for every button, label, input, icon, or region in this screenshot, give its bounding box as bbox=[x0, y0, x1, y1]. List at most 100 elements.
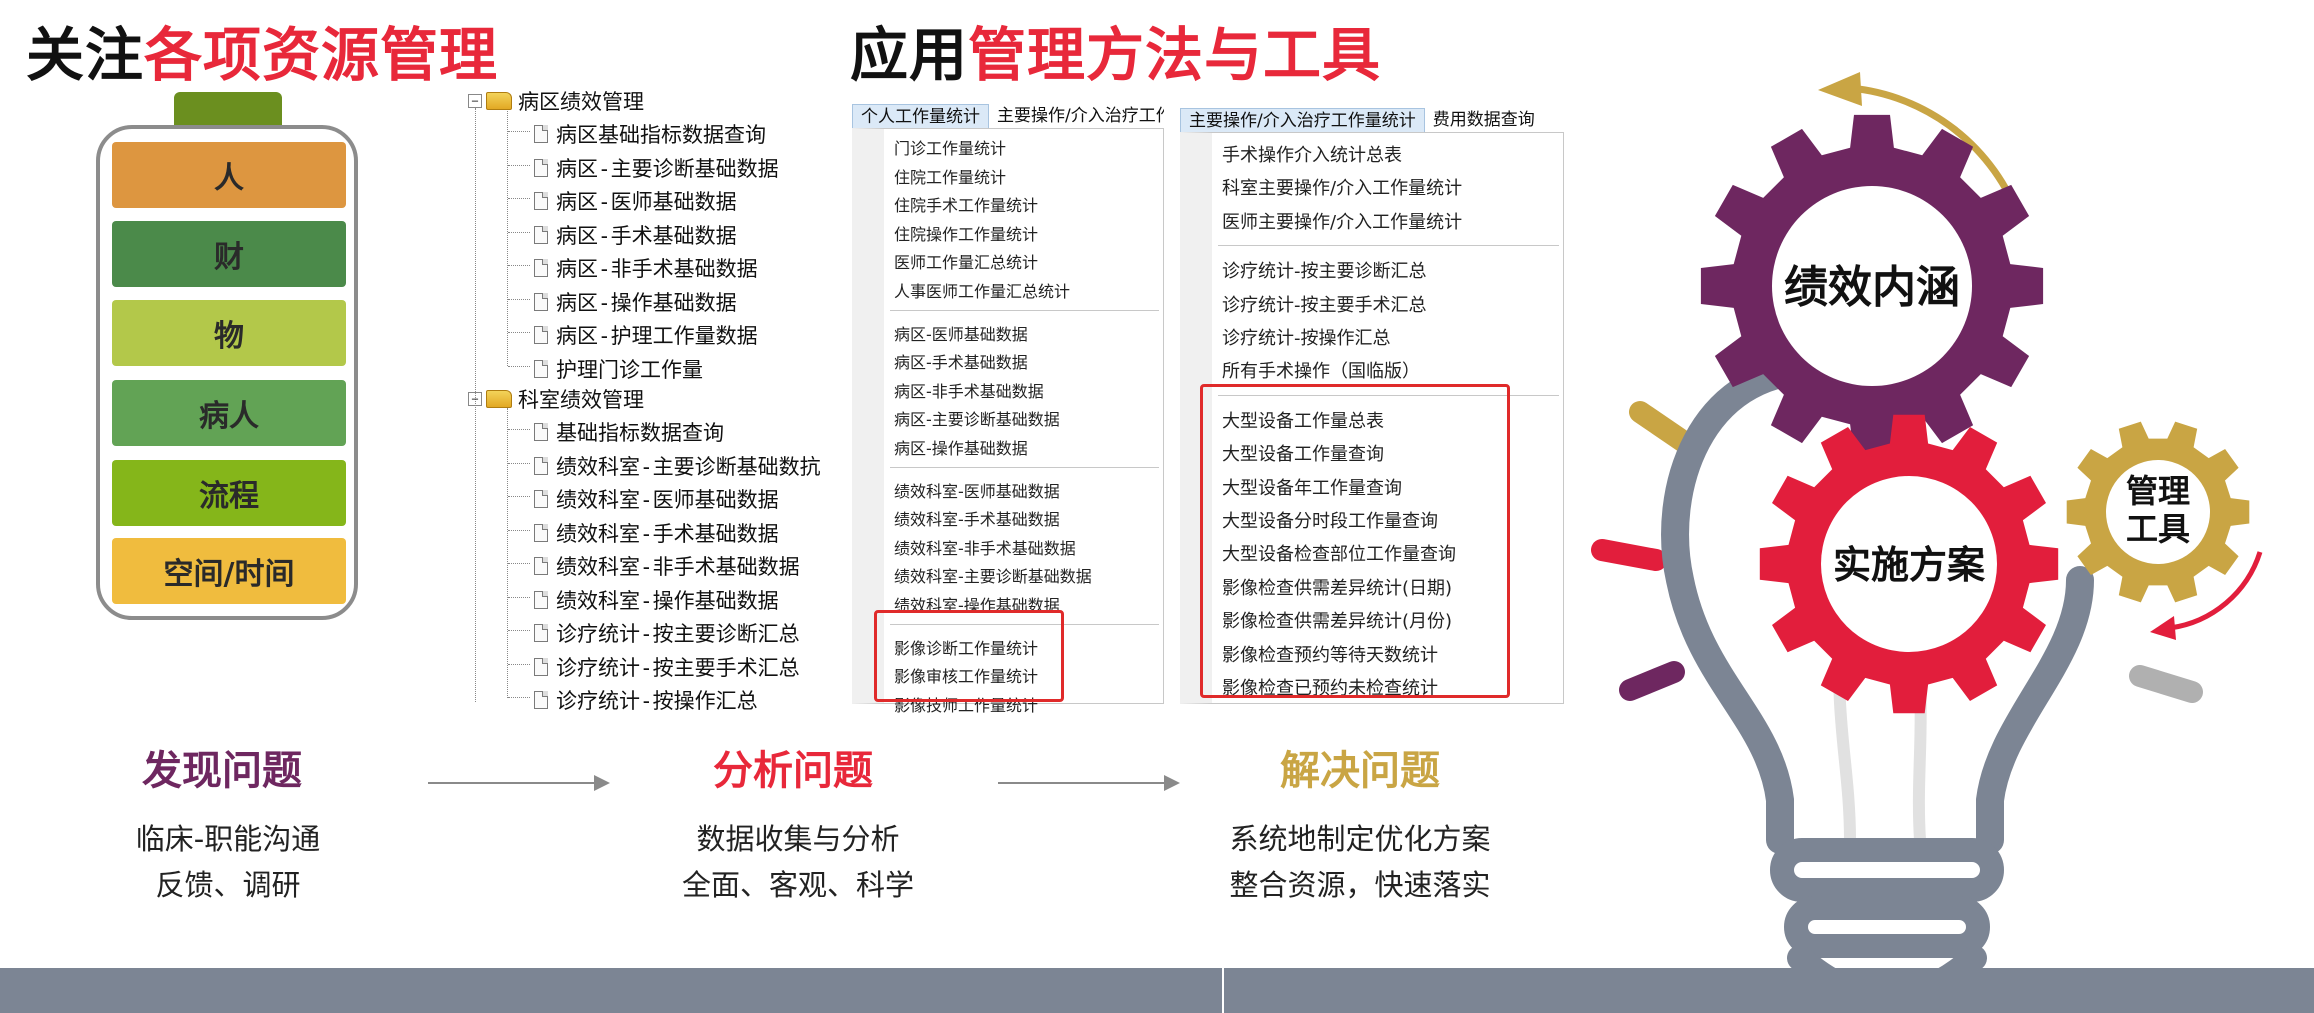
document-icon bbox=[534, 292, 548, 311]
menu-item[interactable]: 病区-非手术基础数据 bbox=[894, 381, 1044, 401]
menu-item[interactable]: 影像检查供需差异统计(日期) bbox=[1222, 577, 1453, 599]
tree-item[interactable]: 绩效科室-手术基础数据 bbox=[534, 518, 779, 548]
tree-group-department[interactable]: − 科室绩效管理 bbox=[468, 384, 644, 414]
tree-item[interactable]: 病区-操作基础数据 bbox=[534, 287, 737, 317]
ray-right-icon bbox=[2129, 665, 2203, 703]
menu-item[interactable]: 大型设备工作量总表 bbox=[1222, 410, 1384, 432]
menu-item[interactable]: 住院手术工作量统计 bbox=[894, 196, 1039, 216]
menu-item[interactable]: 大型设备工作量查询 bbox=[1222, 444, 1384, 466]
arrow-head-top-icon bbox=[1818, 72, 1862, 106]
stage-text-find: 临床-职能沟通 反馈、调研 bbox=[135, 822, 321, 902]
battery-segment-patients: 病人 bbox=[112, 380, 346, 446]
tree-item[interactable]: 绩效科室-医师基础数据 bbox=[534, 484, 779, 514]
collapse-icon[interactable]: − bbox=[468, 392, 482, 406]
tree-item-label: 护理门诊工作量 bbox=[556, 357, 703, 382]
ray-left-top-icon bbox=[1629, 401, 1695, 453]
menu-item[interactable]: 大型设备检查部位工作量查询 bbox=[1222, 544, 1456, 566]
ray-left-mid-icon bbox=[1591, 539, 1667, 571]
menu-item[interactable]: 门诊工作量统计 bbox=[894, 139, 1007, 158]
menu-item[interactable]: 影像检查预约等待天数统计 bbox=[1222, 644, 1438, 666]
footer-bar bbox=[0, 968, 2314, 1013]
menu-item[interactable]: 诊疗统计-按操作汇总 bbox=[1222, 328, 1391, 349]
menu-item[interactable]: 住院工作量统计 bbox=[894, 167, 1007, 187]
bulb-gears-illustration: 绩效内涵 实施方案 管理 工具 bbox=[1591, 72, 2263, 1010]
menu-item[interactable]: 影像诊断工作量统计 bbox=[894, 638, 1039, 658]
menu-item[interactable]: 绩效科室-医师基础数据 bbox=[894, 481, 1060, 501]
highlight-large-equipment bbox=[1200, 384, 1510, 698]
tab-operations-workload[interactable]: 主要操作/介入治疗工作量统计 bbox=[1180, 108, 1425, 132]
tree-item[interactable]: 诊疗统计-按主要手术汇总 bbox=[534, 652, 800, 682]
left-heading: 关注各项资源管理 bbox=[26, 8, 498, 92]
menu-item[interactable]: 手术操作介入统计总表 bbox=[1222, 145, 1402, 166]
menu-item[interactable]: 医师主要操作/介入工作量统计 bbox=[1222, 211, 1463, 233]
folder-open-icon bbox=[486, 92, 512, 110]
right-heading-black: 应用 bbox=[850, 21, 969, 89]
document-icon bbox=[534, 423, 548, 441]
tree-item[interactable]: 病区-主要诊断基础数据 bbox=[534, 153, 779, 183]
document-icon bbox=[534, 624, 548, 642]
tree-item[interactable]: 病区-手术基础数据 bbox=[534, 220, 737, 250]
tab-personal-workload[interactable]: 个人工作量统计 bbox=[852, 104, 989, 128]
tree-item-label: 诊疗统计-按主要手术汇总 bbox=[556, 655, 800, 680]
menu-item[interactable]: 科室主要操作/介入工作量统计 bbox=[1222, 178, 1463, 200]
document-icon bbox=[534, 359, 548, 378]
menu-item[interactable]: 病区-手术基础数据 bbox=[894, 353, 1028, 373]
menu-item[interactable]: 病区-主要诊断基础数据 bbox=[894, 410, 1060, 430]
menu-item[interactable]: 住院操作工作量统计 bbox=[894, 224, 1039, 244]
tree-item[interactable]: 病区基础指标数据查询 bbox=[534, 119, 766, 149]
tree-item[interactable]: 绩效科室-主要诊断基础数抗 bbox=[534, 451, 821, 481]
stage-title-solve: 解决问题 bbox=[1280, 748, 1440, 794]
gear-mid-label: 实施方案 bbox=[1833, 543, 1986, 587]
tree-item[interactable]: 基础指标数据查询 bbox=[534, 417, 724, 447]
menu-separator bbox=[890, 309, 1159, 311]
menu-item[interactable]: 病区-操作基础数据 bbox=[894, 439, 1028, 458]
menu-item[interactable]: 影像检查供需差异统计(月份) bbox=[1222, 611, 1453, 633]
arrow-1 bbox=[428, 782, 596, 784]
menu-item[interactable]: 影像审核工作量统计 bbox=[894, 667, 1039, 687]
tree-item-label: 诊疗统计-按操作汇总 bbox=[556, 689, 758, 713]
battery-segment-finance: 财 bbox=[112, 221, 346, 287]
tree-item-label: 诊疗统计-按主要诊断汇总 bbox=[556, 622, 800, 646]
tree-item[interactable]: 诊疗统计-按操作汇总 bbox=[534, 685, 758, 715]
tab-cost-query[interactable]: 费用数据查询 bbox=[1432, 110, 1535, 130]
tree-item[interactable]: 病区-医师基础数据 bbox=[534, 186, 737, 216]
menu-item[interactable]: 人事医师工作量汇总统计 bbox=[894, 282, 1071, 301]
tree-item[interactable]: 诊疗统计-按主要诊断汇总 bbox=[534, 618, 800, 648]
menu-separator bbox=[1218, 394, 1559, 396]
menu-item[interactable]: 绩效科室-非手术基础数据 bbox=[894, 538, 1076, 558]
tree-item[interactable]: 病区-护理工作量数据 bbox=[534, 320, 758, 350]
menu-item[interactable]: 绩效科室-手术基础数据 bbox=[894, 510, 1060, 530]
right-heading: 应用管理方法与工具 bbox=[850, 8, 1381, 92]
tree-item-label: 绩效科室-医师基础数据 bbox=[556, 488, 779, 512]
tree-item[interactable]: 护理门诊工作量 bbox=[534, 354, 703, 384]
menu-item[interactable]: 所有手术操作（国临版） bbox=[1222, 361, 1420, 383]
tree-item-label: 绩效科室-主要诊断基础数抗 bbox=[556, 454, 821, 479]
battery-segment-people: 人 bbox=[112, 142, 346, 208]
menu-item[interactable]: 绩效科室-主要诊断基础数据 bbox=[894, 567, 1092, 587]
tree-item-label: 病区-非手术基础数据 bbox=[556, 257, 758, 281]
footer-bar-divider bbox=[1222, 968, 1224, 1013]
tree-item-label: 绩效科室-手术基础数据 bbox=[556, 521, 779, 546]
tree-item[interactable]: 病区-非手术基础数据 bbox=[534, 253, 758, 283]
arc-arrow-right-icon bbox=[2169, 551, 2263, 631]
menu-item[interactable]: 影像检查已预约未检查统计 bbox=[1222, 678, 1438, 699]
menu-separator bbox=[890, 623, 1159, 625]
menu-item[interactable]: 病区-医师基础数据 bbox=[894, 324, 1028, 344]
menu-separator bbox=[1218, 245, 1559, 247]
tree-item[interactable]: 绩效科室-非手术基础数据 bbox=[534, 551, 800, 581]
tree-item[interactable]: 绩效科室-操作基础数据 bbox=[534, 585, 779, 615]
menu-item[interactable]: 大型设备分时段工作量查询 bbox=[1222, 511, 1438, 532]
left-heading-black: 关注 bbox=[26, 21, 145, 89]
document-icon bbox=[534, 125, 548, 143]
tree-group-ward[interactable]: − 病区绩效管理 bbox=[468, 86, 644, 116]
bulb-base-lower-icon bbox=[1784, 896, 1990, 958]
gear-small-icon bbox=[2066, 421, 2250, 603]
menu-item[interactable]: 大型设备年工作量查询 bbox=[1222, 477, 1402, 499]
battery-segment-materials: 物 bbox=[112, 300, 346, 366]
collapse-icon[interactable]: − bbox=[468, 94, 482, 108]
menu-item[interactable]: 诊疗统计-按主要诊断汇总 bbox=[1222, 261, 1427, 283]
menu-item[interactable]: 诊疗统计-按主要手术汇总 bbox=[1222, 294, 1427, 316]
tab-main-operations[interactable]: 主要操作/介入治疗工作量 bbox=[997, 106, 1164, 126]
document-icon bbox=[534, 192, 548, 210]
menu-item[interactable]: 医师工作量汇总统计 bbox=[894, 253, 1039, 273]
